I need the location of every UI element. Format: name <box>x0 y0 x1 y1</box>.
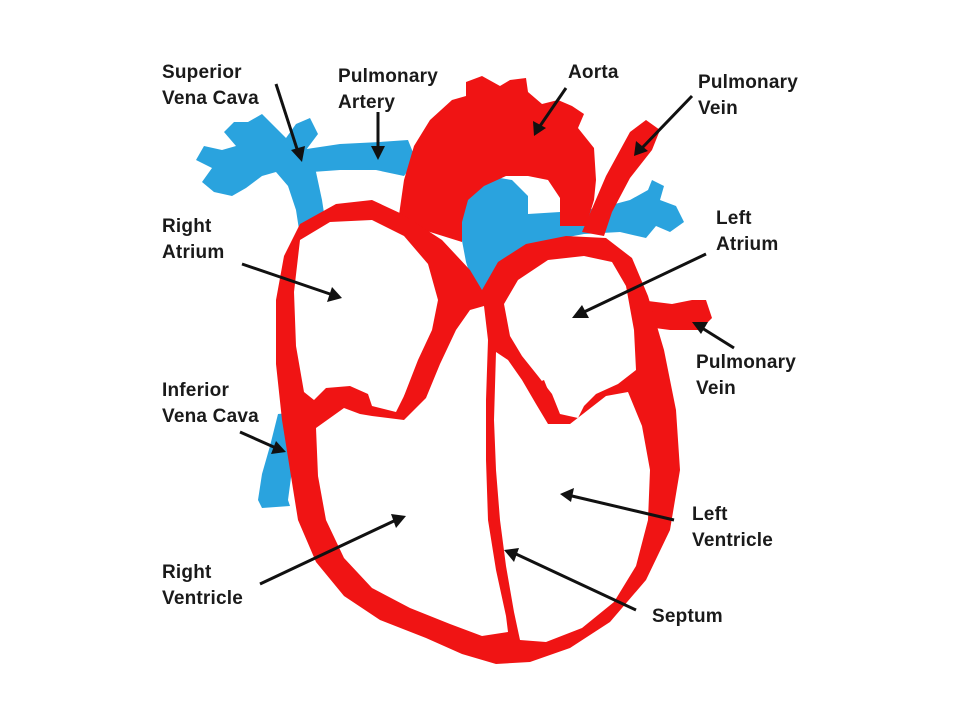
venous-vessels <box>196 114 684 508</box>
label-pulmonary-artery: Pulmonary Artery <box>338 66 443 113</box>
label-aorta: Aorta <box>568 62 619 83</box>
label-inferior-vena-cava: Inferior Vena Cava <box>162 380 259 427</box>
arrow-septum <box>504 548 637 612</box>
label-left-ventricle: Left Ventricle <box>692 504 773 551</box>
mitral-valve <box>530 380 554 418</box>
left-atrium-chamber <box>504 256 636 418</box>
arrow-superior-vena-cava <box>274 83 305 162</box>
leader-arrows <box>239 83 735 612</box>
arrow-pulmonary-artery <box>371 112 385 160</box>
pulmonary-artery <box>300 140 416 176</box>
arrow-left-atrium <box>572 252 707 318</box>
arrow-aorta <box>533 87 568 136</box>
arrow-left-ventricle <box>560 488 675 522</box>
pulmonary-trunk <box>460 176 684 294</box>
arrow-right-atrium <box>241 262 342 302</box>
arrow-right-ventricle <box>259 514 406 586</box>
superior-vena-cava <box>196 114 326 236</box>
label-pulmonary-vein-top: Pulmonary Vein <box>698 72 803 119</box>
arrow-pulmonary-vein-right <box>692 322 735 350</box>
right-ventricle-chamber <box>316 306 508 636</box>
label-right-ventricle: Right Ventricle <box>162 562 243 609</box>
right-atrium-chamber <box>294 220 438 412</box>
labels: Superior Vena Cava Pulmonary Artery Aort… <box>162 62 803 627</box>
label-superior-vena-cava: Superior Vena Cava <box>162 62 259 109</box>
arrow-pulmonary-vein-top <box>634 94 694 156</box>
label-pulmonary-vein-right: Pulmonary Vein <box>696 352 801 399</box>
label-septum: Septum <box>652 606 723 627</box>
label-right-atrium: Right Atrium <box>162 216 224 263</box>
arrow-inferior-vena-cava <box>239 430 286 454</box>
label-left-atrium: Left Atrium <box>716 208 778 255</box>
tricuspid-valve <box>400 350 428 416</box>
